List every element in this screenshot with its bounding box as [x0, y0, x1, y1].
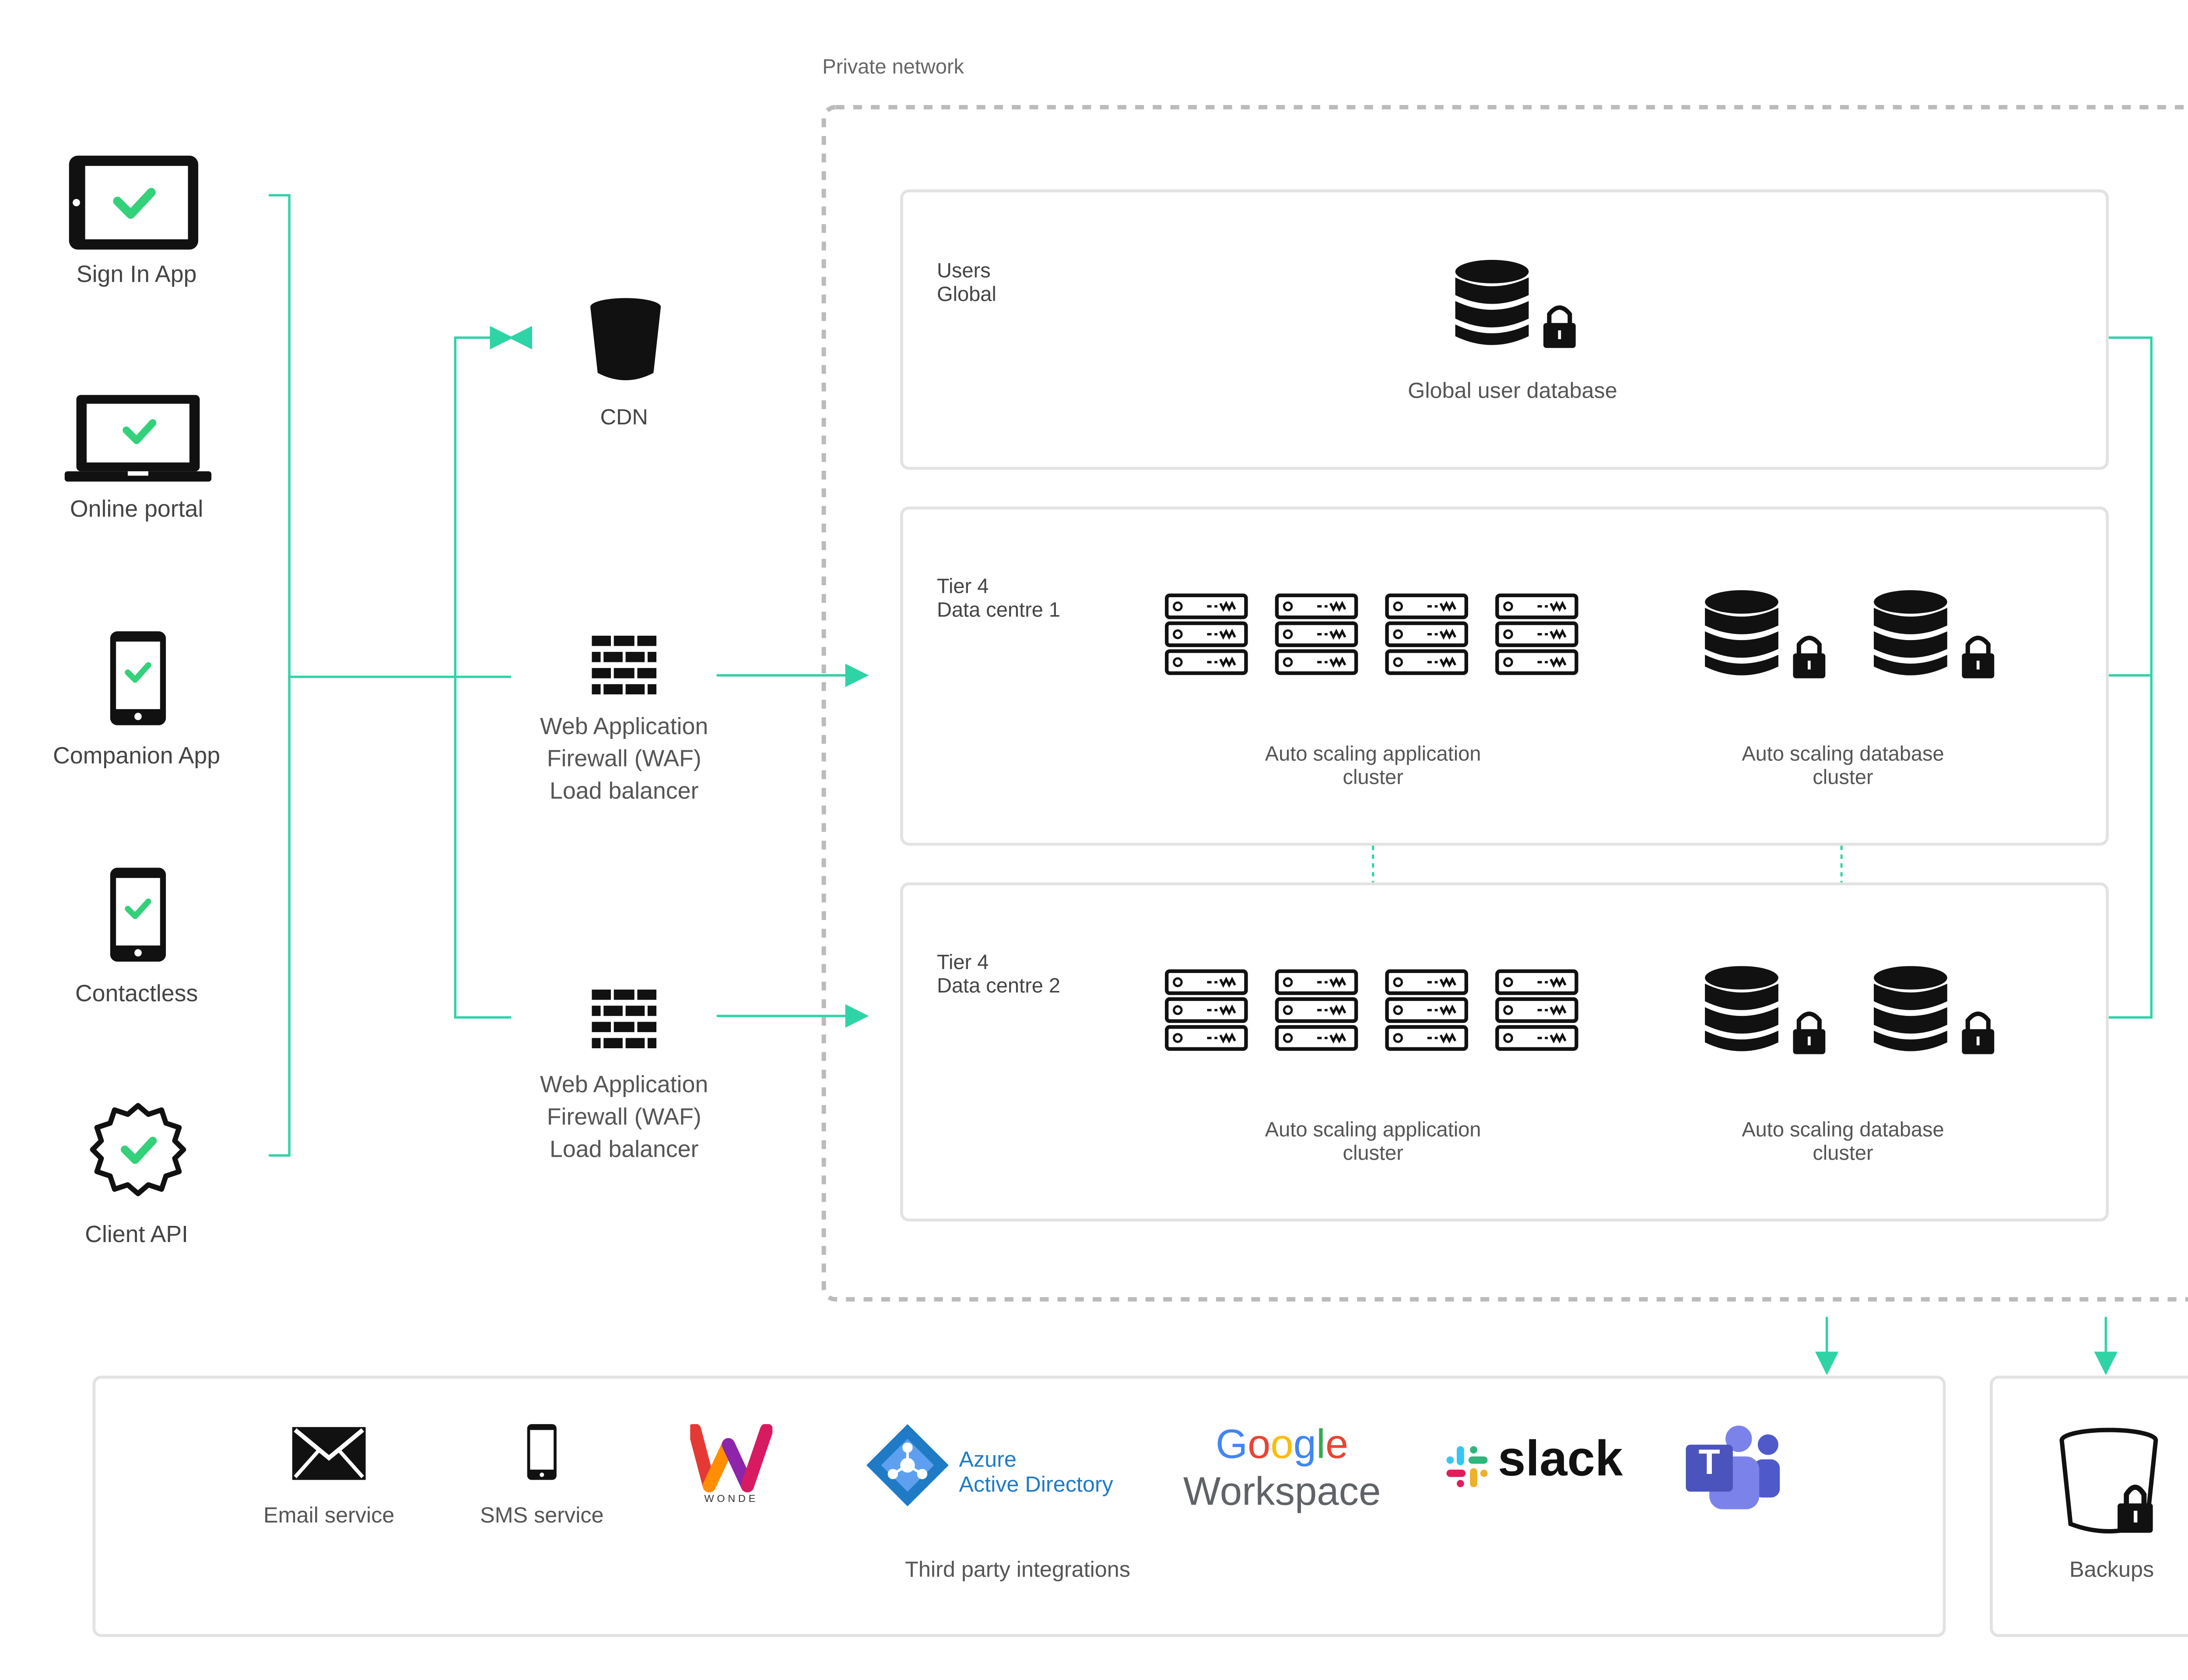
azure-logo-icon — [863, 1421, 951, 1509]
third-party-integrations-label: Third party integrations — [905, 1558, 1130, 1583]
client-label-companion-app: Companion App — [53, 744, 221, 770]
cdn-bucket-icon — [589, 297, 663, 382]
envelope-icon — [291, 1425, 367, 1481]
wonde-logo-text: WONDE — [704, 1494, 759, 1505]
dc2-app-servers — [1164, 969, 1583, 1051]
server-rack-icon — [1275, 593, 1358, 683]
client-label-sign-in-app: Sign In App — [76, 262, 197, 288]
gear-icon — [90, 1101, 186, 1198]
client-label-online-portal: Online portal — [70, 497, 203, 523]
email-service-label: Email service — [263, 1503, 395, 1529]
client-bracket — [269, 194, 291, 1157]
phone-icon — [110, 868, 166, 962]
database-lock-icon — [1872, 966, 1999, 1064]
dc2-db-servers — [1704, 966, 1997, 1057]
laptop-icon — [64, 393, 212, 484]
database-lock-icon — [1454, 259, 1580, 351]
backup-bucket-lock-icon — [2059, 1427, 2162, 1539]
data-centre-1-panel — [900, 506, 2109, 846]
right-bracket — [2107, 336, 2153, 1019]
database-lock-icon — [1704, 966, 1830, 1064]
dc1-db-servers — [1704, 590, 1997, 681]
google-workspace-logo: Google Workspace — [1175, 1421, 1389, 1515]
third-party-integrations-panel — [92, 1376, 1946, 1637]
server-rack-icon — [1164, 969, 1248, 1059]
google-wordmark: Google — [1216, 1421, 1349, 1467]
phone-icon — [110, 631, 166, 725]
server-rack-icon — [1495, 593, 1578, 683]
client-label-contactless: Contactless — [75, 982, 198, 1008]
dc1-app-servers — [1164, 593, 1583, 676]
client-label-client-api: Client API — [85, 1223, 188, 1248]
database-lock-icon — [1872, 590, 1999, 689]
private-network-label: Private network — [822, 54, 964, 78]
teams-logo-letter: T — [1698, 1443, 1720, 1483]
private-network-boundary — [821, 105, 2188, 1302]
server-rack-icon — [1385, 593, 1469, 683]
cdn-label: CDN — [600, 405, 648, 430]
server-rack-icon — [1164, 593, 1248, 683]
database-lock-icon — [1704, 590, 1830, 689]
wonde-logo — [688, 1423, 773, 1506]
backups-label: Backups — [2069, 1558, 2154, 1583]
server-rack-icon — [1275, 969, 1358, 1059]
users-global-panel — [900, 189, 2109, 470]
tablet-icon — [67, 154, 200, 251]
teams-logo-icon — [1683, 1424, 1783, 1512]
firewall-icon — [592, 636, 657, 695]
slack-hash-icon — [1444, 1443, 1490, 1490]
firewall-icon — [592, 989, 657, 1049]
server-rack-icon — [1385, 969, 1469, 1059]
mobile-phone-icon — [526, 1423, 558, 1481]
slack-wordmark: slack — [1497, 1431, 1623, 1488]
global-user-database-label: Global user database — [1408, 378, 1617, 404]
server-rack-icon — [1495, 969, 1578, 1059]
sms-service-label: SMS service — [480, 1503, 604, 1529]
data-centre-2-panel — [900, 882, 2109, 1222]
